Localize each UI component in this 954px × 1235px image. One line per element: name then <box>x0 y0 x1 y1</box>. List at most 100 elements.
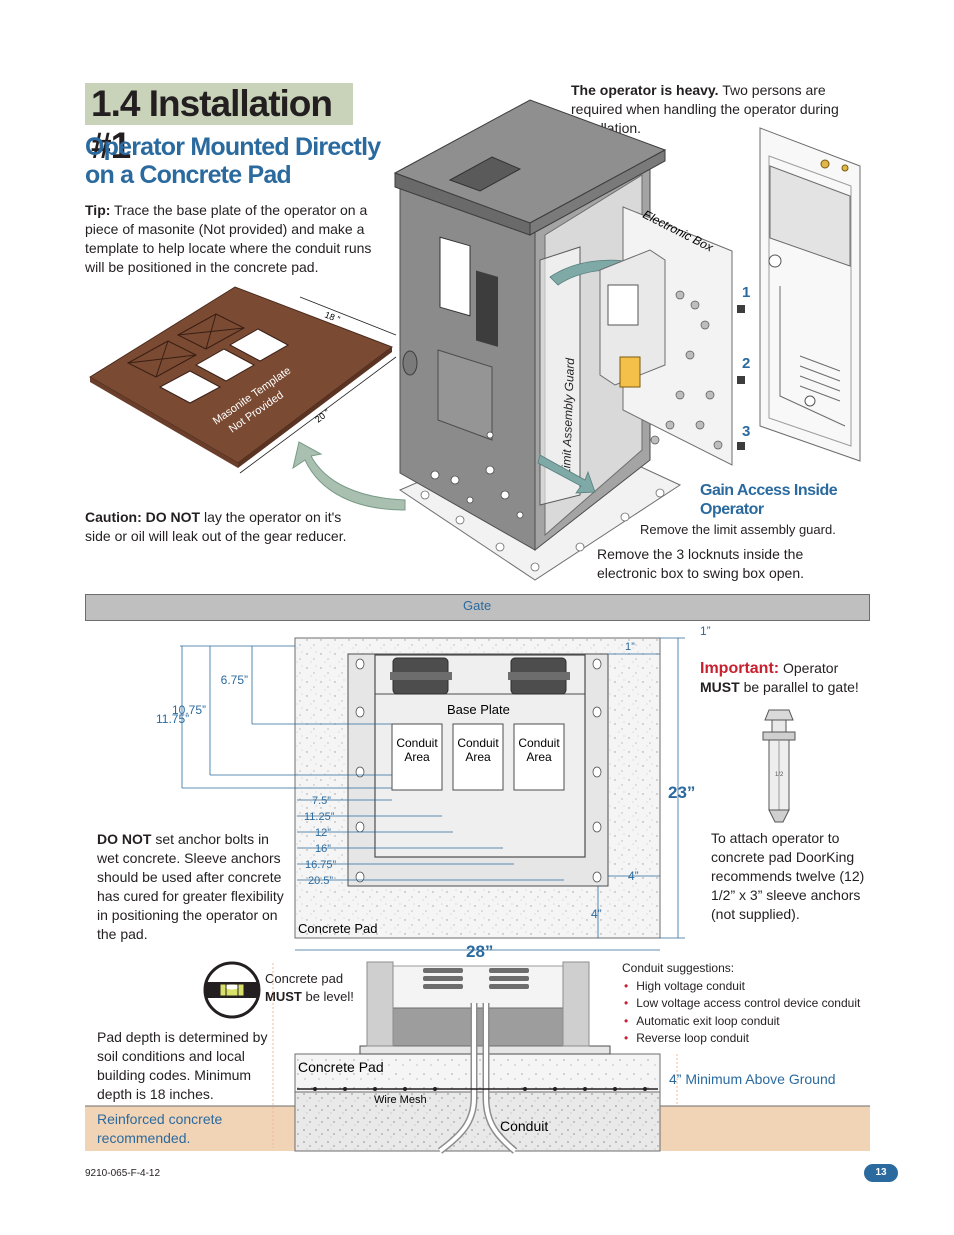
section-subtitle: Operator Mounted Directly on a Concrete … <box>85 133 405 189</box>
warning-label <box>439 236 471 317</box>
horizontal-dimension-values: 7.5” 11.25” 12” 16” 16.75” 20.5” <box>304 795 337 887</box>
dim-11-25: 11.25” <box>304 811 335 823</box>
template-dim-20: 20 ” <box>313 407 331 424</box>
level-line-1: Concrete pad <box>265 971 344 986</box>
caution-text: lay the operator on it's side or oil wil… <box>85 509 347 544</box>
pad-depth-note: Pad depth is determined by soil conditio… <box>97 1029 268 1102</box>
anchor-holes <box>355 658 602 883</box>
dim-12: 12” <box>315 827 331 839</box>
cutout-2 <box>194 348 256 382</box>
dim-top-1-inner: 1” <box>625 641 635 653</box>
depth-markers <box>272 963 678 1148</box>
dim-7-5: 7.5” <box>312 795 331 807</box>
level-icon <box>203 961 261 1019</box>
lid-handle <box>448 156 522 192</box>
dim-28: 28” <box>466 942 494 961</box>
conduit-item: •Automatic exit loop conduit <box>624 1013 780 1028</box>
tip-paragraph: Tip: Trace the base plate of the operato… <box>85 201 375 277</box>
level-must: MUST <box>265 989 302 1004</box>
subtitle-line-1: Operator Mounted Directly <box>85 133 381 161</box>
subtitle-line-2: on a Concrete Pad <box>85 161 292 189</box>
drive-hubs <box>390 657 570 695</box>
sleeve-anchor-illustration: 1/2 <box>762 709 796 823</box>
caution-label: Caution: DO NOT <box>85 509 201 525</box>
level-note: Concrete pad MUST be level! <box>265 970 354 1006</box>
template-edge-front <box>90 377 238 468</box>
min-above-ground: 4” Minimum Above Ground <box>669 1071 836 1087</box>
cutout-1 <box>158 370 222 404</box>
dim-23: 23” <box>668 783 696 802</box>
do-not-note: DO NOT set anchor bolts in wet concrete.… <box>97 830 287 944</box>
switch-panel <box>476 270 498 347</box>
template-arrow <box>292 441 406 511</box>
conduit-area-3-line-2: Area <box>526 750 552 764</box>
heavy-label: The operator is heavy. <box>571 82 719 98</box>
pad-below-ground <box>294 1087 661 1152</box>
template-board <box>89 286 394 464</box>
conduit-item: •High voltage conduit <box>624 978 745 993</box>
ground-left <box>85 1106 295 1151</box>
section-concrete-pad-label: Concrete Pad <box>298 1059 384 1075</box>
transformer <box>619 356 641 388</box>
reinforced-note: Reinforced concrete recommended. <box>97 1111 223 1146</box>
gate-label: Gate <box>463 598 492 613</box>
relay-block <box>607 284 639 326</box>
conduit-suggestions-title: Conduit suggestions: <box>622 961 735 975</box>
arrow-guard-out <box>537 454 596 494</box>
vertical-dimension-lines <box>180 645 392 789</box>
level-line-2: be level! <box>305 989 354 1004</box>
anchor-size-mark: 1/2 <box>775 772 784 778</box>
gate-bar <box>85 594 870 621</box>
side-knockout <box>402 350 418 376</box>
masonite-template-illustration: 18 ” 20 ” Masonite Template Not Provided <box>89 286 397 474</box>
dim-16-75: 16.75” <box>305 859 337 871</box>
important-label: Important: <box>700 660 780 677</box>
dim-right-4: 4” <box>628 869 639 883</box>
dim-bottom-4: 4” <box>591 907 602 921</box>
step-3-marker: 3 <box>742 423 750 440</box>
conduit-area-3-line-1: Conduit <box>518 736 560 750</box>
conduit-areas <box>391 723 565 791</box>
vents <box>423 968 529 989</box>
locknut-markers <box>737 305 745 450</box>
conduit-area-1-line-2: Area <box>404 750 430 764</box>
tip-label: Tip: <box>85 202 111 218</box>
section-view-diagram: Concrete Pad Wire Mesh Conduit <box>85 961 870 1154</box>
tip-text: Trace the base plate of the operator on … <box>85 202 372 275</box>
important-text-2: be parallel to gate! <box>743 679 859 695</box>
conduit-area-1 <box>391 723 443 791</box>
dim-10-75: 10.75” <box>172 703 206 717</box>
electronic-box-open <box>759 127 861 462</box>
important-text-1: Operator <box>783 660 839 676</box>
conduit-label: Conduit <box>500 1118 548 1134</box>
gain-access-step-1: Remove the limit assembly guard. <box>640 522 836 537</box>
base-plate-label: Base Plate <box>447 702 510 717</box>
section-title: 1.4 Installation #1 <box>85 83 353 166</box>
conduit-area-2 <box>452 723 504 791</box>
template-edge <box>238 347 392 468</box>
gain-access-title-line-1: Gain Access Inside <box>700 482 838 499</box>
conduit-cutouts <box>126 313 246 378</box>
cutout-3 <box>228 328 290 362</box>
dim-20-5: 20.5” <box>308 875 333 887</box>
conduit-item: •Reverse loop conduit <box>624 1031 749 1045</box>
ground-right <box>660 1106 870 1151</box>
conduit-area-1-line-1: Conduit <box>396 736 438 750</box>
conduit-area-2-line-1: Conduit <box>457 736 499 750</box>
template-dimension-lines <box>239 296 397 474</box>
dim-6-75: 6.75” <box>221 673 248 687</box>
conduit-suggestions: Conduit suggestions: •High voltage condu… <box>622 960 860 1048</box>
limit-assembly-guard <box>539 246 581 506</box>
important-must: MUST <box>700 679 740 695</box>
wire-mesh-label: Wire Mesh <box>374 1094 427 1106</box>
right-dimension-lines <box>295 637 685 951</box>
horizontal-dimension-lines <box>297 799 564 881</box>
limit-guard-label: Limit Assembly Guard <box>559 357 577 475</box>
step-1-marker: 1 <box>742 284 750 301</box>
side-access-plate <box>437 349 493 441</box>
do-not-text: set anchor bolts in wet concrete. Sleeve… <box>97 831 284 942</box>
anchor-note: To attach operator to concrete pad DoorK… <box>711 830 865 922</box>
operator-illustration: Limit Assembly Guard Electronic Box 1 2 … <box>393 99 750 581</box>
plan-view-diagram: Base Plate Conduit Area Conduit Area Con… <box>156 637 685 951</box>
box-module <box>769 165 851 267</box>
